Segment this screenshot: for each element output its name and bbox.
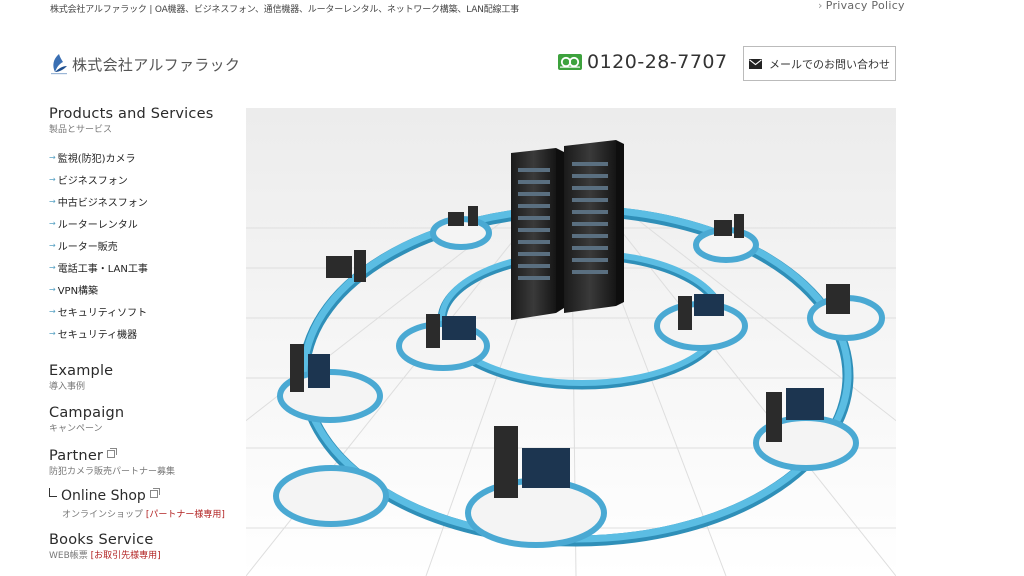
books-section[interactable]: Books Service WEB帳票 [お取引先様専用] xyxy=(49,531,161,563)
books-note: [お取引先様専用] xyxy=(90,551,161,561)
products-menu: →監視(防犯)カメラ →ビジネスフォン →中古ビジネスフォン →ルーターレンタル… xyxy=(49,146,239,344)
arrow-right-icon: → xyxy=(49,240,56,250)
mail-contact-button[interactable]: メールでのお問い合わせ xyxy=(743,46,896,81)
example-section[interactable]: Example 導入事例 xyxy=(49,362,113,394)
menu-item-label: VPN構築 xyxy=(57,285,99,297)
products-subtitle: 製品とサービス xyxy=(49,125,113,135)
freedial-icon xyxy=(558,54,582,70)
menu-item-label: ビジネスフォン xyxy=(57,175,128,187)
sidebar-item-camera[interactable]: →監視(防犯)カメラ xyxy=(49,146,239,168)
online-shop-title-row: Online Shop xyxy=(49,487,225,505)
sidebar-item-business-phone[interactable]: →ビジネスフォン xyxy=(49,168,239,190)
mail-button-label: メールでのお問い合わせ xyxy=(769,57,890,71)
menu-item-label: セキュリティソフト xyxy=(57,307,148,319)
sidebar-item-vpn[interactable]: →VPN構築 xyxy=(49,278,239,300)
campaign-subtitle: キャンペーン xyxy=(49,424,103,434)
privacy-policy-label: Privacy Policy xyxy=(825,0,905,12)
site-tagline: 株式会社アルファラック | OA機器、ビジネスフォン、通信機器、ルーターレンタル… xyxy=(50,5,519,15)
arrow-right-icon: → xyxy=(49,306,56,316)
sidebar-item-used-business-phone[interactable]: →中古ビジネスフォン xyxy=(49,190,239,212)
sidebar-item-security-soft[interactable]: →セキュリティソフト xyxy=(49,300,239,322)
arrow-right-icon: → xyxy=(49,218,56,228)
campaign-title: Campaign xyxy=(49,405,125,421)
menu-item-label: ルーターレンタル xyxy=(57,219,138,231)
sidebar-nav: Products and Services 製品とサービス →監視(防犯)カメラ… xyxy=(49,105,239,561)
arrow-right-icon: → xyxy=(49,262,56,272)
sidebar-item-security-device[interactable]: →セキュリティ機器 xyxy=(49,322,239,344)
freedial-phone[interactable]: 0120-28-7707 xyxy=(558,51,728,73)
arrow-right-icon: › xyxy=(818,0,823,12)
products-section: Products and Services 製品とサービス →監視(防犯)カメラ… xyxy=(49,105,239,344)
menu-item-label: ルーター販売 xyxy=(57,241,118,253)
online-shop-section[interactable]: Online Shop オンラインショップ [パートナー様専用] xyxy=(49,487,225,522)
campaign-section[interactable]: Campaign キャンペーン xyxy=(49,404,124,436)
alpharack-logo-icon xyxy=(51,54,67,75)
external-link-icon xyxy=(107,448,118,458)
hero-network-image xyxy=(246,108,896,576)
sidebar-item-phone-lan-work[interactable]: →電話工事・LAN工事 xyxy=(49,256,239,278)
arrow-right-icon: → xyxy=(49,196,56,206)
online-shop-subtitle: オンラインショップ xyxy=(62,510,144,520)
menu-item-label: 監視(防犯)カメラ xyxy=(57,153,136,165)
partner-subtitle: 防犯カメラ販売パートナー募集 xyxy=(49,467,176,477)
arrow-right-icon: → xyxy=(49,174,56,184)
arrow-right-icon: → xyxy=(49,152,56,162)
menu-item-label: 電話工事・LAN工事 xyxy=(57,263,148,275)
partner-title: Partner xyxy=(49,448,104,464)
books-subtitle-row: WEB帳票 [お取引先様専用] xyxy=(49,549,161,563)
envelope-icon xyxy=(749,58,762,69)
privacy-policy-link[interactable]: ›Privacy Policy xyxy=(818,0,905,12)
external-link-icon xyxy=(149,488,160,498)
books-subtitle: WEB帳票 xyxy=(49,551,88,561)
menu-item-label: 中古ビジネスフォン xyxy=(57,197,148,209)
site-logo[interactable]: 株式会社アルファラック xyxy=(50,53,240,75)
sidebar-item-router-sales[interactable]: →ルーター販売 xyxy=(49,234,239,256)
menu-item-label: セキュリティ機器 xyxy=(57,329,138,341)
sidebar-item-router-rental[interactable]: →ルーターレンタル xyxy=(49,212,239,234)
logo-text: 株式会社アルファラック xyxy=(72,55,241,74)
example-subtitle: 導入事例 xyxy=(49,382,86,392)
corner-bracket-icon xyxy=(49,488,57,497)
online-shop-subtitle-row: オンラインショップ [パートナー様専用] xyxy=(49,508,225,522)
products-title: Products and Services xyxy=(49,106,214,122)
arrow-right-icon: → xyxy=(49,284,56,294)
books-title: Books Service xyxy=(49,532,154,548)
arrow-right-icon: → xyxy=(49,328,56,338)
online-shop-note: [パートナー様専用] xyxy=(145,510,225,520)
example-title: Example xyxy=(49,363,114,379)
partner-section[interactable]: Partner 防犯カメラ販売パートナー募集 xyxy=(49,447,175,479)
network-illustration xyxy=(246,108,896,576)
partner-title-row: Partner xyxy=(49,447,175,465)
online-shop-title: Online Shop xyxy=(61,488,146,504)
phone-number: 0120-28-7707 xyxy=(587,51,728,73)
